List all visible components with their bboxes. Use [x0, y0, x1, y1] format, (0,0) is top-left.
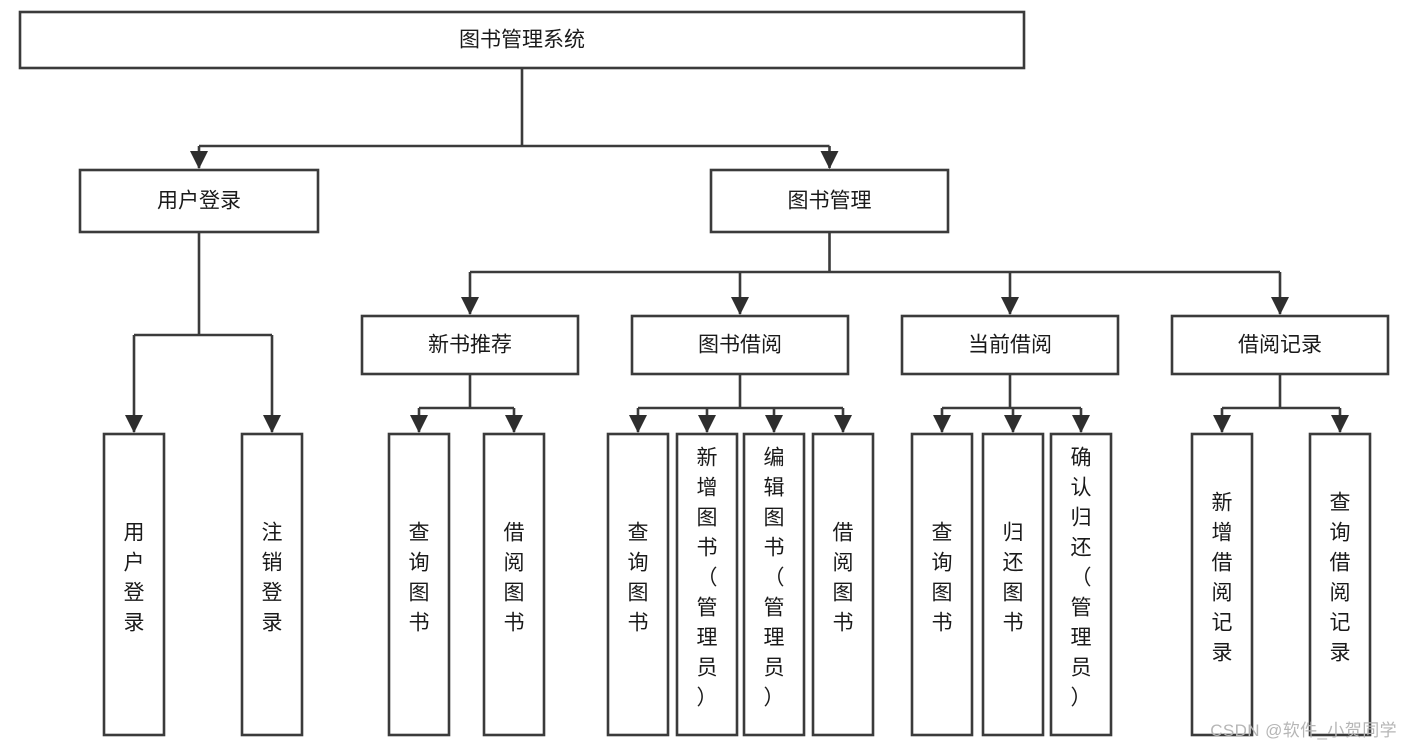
node-2[interactable]: 图书管理: [709, 168, 950, 234]
node-label: 新书推荐: [428, 334, 512, 357]
node-box[interactable]: [742, 432, 806, 737]
node-1[interactable]: 用户登录: [78, 168, 320, 234]
arrow-head-icon: [461, 297, 479, 315]
arrow-head-icon: [629, 415, 647, 433]
node-13[interactable]: 当前借阅: [900, 314, 1120, 376]
node-label: 借阅记录: [1238, 334, 1322, 357]
node-label: 注销登录: [262, 522, 283, 635]
arrow-head-icon: [1004, 415, 1022, 433]
node-box[interactable]: [675, 432, 739, 737]
node-3[interactable]: 用户登录: [102, 432, 166, 737]
node-label: 用户登录: [124, 522, 145, 635]
node-label: 图书借阅: [698, 334, 782, 357]
node-12[interactable]: 借阅图书: [811, 432, 875, 737]
arrow-head-icon: [190, 151, 208, 169]
arrow-head-icon: [125, 415, 143, 433]
node-11[interactable]: 编辑图书（管理员）: [742, 432, 806, 737]
arrow-head-icon: [765, 415, 783, 433]
node-18[interactable]: 新增借阅记录: [1190, 432, 1254, 737]
node-box[interactable]: [1190, 432, 1254, 737]
node-label: 查询图书: [628, 522, 649, 635]
node-10[interactable]: 新增图书（管理员）: [675, 432, 739, 737]
node-6[interactable]: 查询图书: [387, 432, 451, 737]
node-box[interactable]: [102, 432, 166, 737]
node-box[interactable]: [709, 168, 950, 234]
node-19[interactable]: 查询借阅记录: [1308, 432, 1372, 737]
node-15[interactable]: 归还图书: [981, 432, 1045, 737]
arrow-head-icon: [698, 415, 716, 433]
node-box[interactable]: [1049, 432, 1113, 737]
arrow-head-icon: [820, 151, 839, 169]
node-box[interactable]: [240, 432, 304, 737]
node-box[interactable]: [482, 432, 546, 737]
node-label: 用户登录: [157, 190, 241, 213]
arrow-head-icon: [834, 415, 852, 433]
node-box[interactable]: [78, 168, 320, 234]
node-4[interactable]: 注销登录: [240, 432, 304, 737]
node-label: 图书管理: [788, 190, 872, 213]
node-16[interactable]: 确认归还（管理员）: [1049, 432, 1113, 737]
node-label: 查询借阅记录: [1330, 492, 1351, 665]
node-7[interactable]: 借阅图书: [482, 432, 546, 737]
node-box[interactable]: [630, 314, 850, 376]
node-label: 编辑图书（管理员）: [764, 447, 785, 710]
arrow-head-icon: [1331, 415, 1349, 433]
arrow-head-icon: [1213, 415, 1231, 433]
node-box[interactable]: [811, 432, 875, 737]
node-box[interactable]: [360, 314, 580, 376]
node-17[interactable]: 借阅记录: [1170, 314, 1390, 376]
node-14[interactable]: 查询图书: [910, 432, 974, 737]
node-label: 当前借阅: [968, 334, 1052, 357]
node-box[interactable]: [900, 314, 1120, 376]
node-box[interactable]: [981, 432, 1045, 737]
node-8[interactable]: 图书借阅: [630, 314, 850, 376]
node-label: 借阅图书: [833, 522, 854, 635]
arrow-head-icon: [731, 297, 749, 315]
node-5[interactable]: 新书推荐: [360, 314, 580, 376]
node-box[interactable]: [606, 432, 670, 737]
node-label: 查询图书: [932, 522, 953, 635]
node-box[interactable]: [18, 10, 1026, 70]
node-label: 图书管理系统: [459, 29, 585, 52]
node-9[interactable]: 查询图书: [606, 432, 670, 737]
node-label: 归还图书: [1003, 522, 1024, 635]
node-label: 新增借阅记录: [1212, 492, 1233, 665]
arrow-head-icon: [1271, 297, 1289, 315]
arrow-head-icon: [1072, 415, 1090, 433]
node-box[interactable]: [387, 432, 451, 737]
node-box[interactable]: [1308, 432, 1372, 737]
node-box[interactable]: [1170, 314, 1390, 376]
arrow-head-icon: [410, 415, 428, 433]
arrow-head-icon: [933, 415, 951, 433]
arrow-head-icon: [263, 415, 281, 433]
node-label: 借阅图书: [504, 522, 525, 635]
arrow-head-icon: [505, 415, 523, 433]
node-label: 新增图书（管理员）: [697, 447, 718, 710]
node-label: 确认归还（管理员）: [1071, 447, 1092, 710]
node-layer: 图书管理系统用户登录图书管理用户登录注销登录新书推荐查询图书借阅图书图书借阅查询…: [18, 10, 1390, 737]
arrow-head-icon: [1001, 297, 1019, 315]
node-box[interactable]: [910, 432, 974, 737]
node-label: 查询图书: [409, 522, 430, 635]
connector-layer: [125, 68, 1349, 433]
node-0[interactable]: 图书管理系统: [18, 10, 1026, 70]
